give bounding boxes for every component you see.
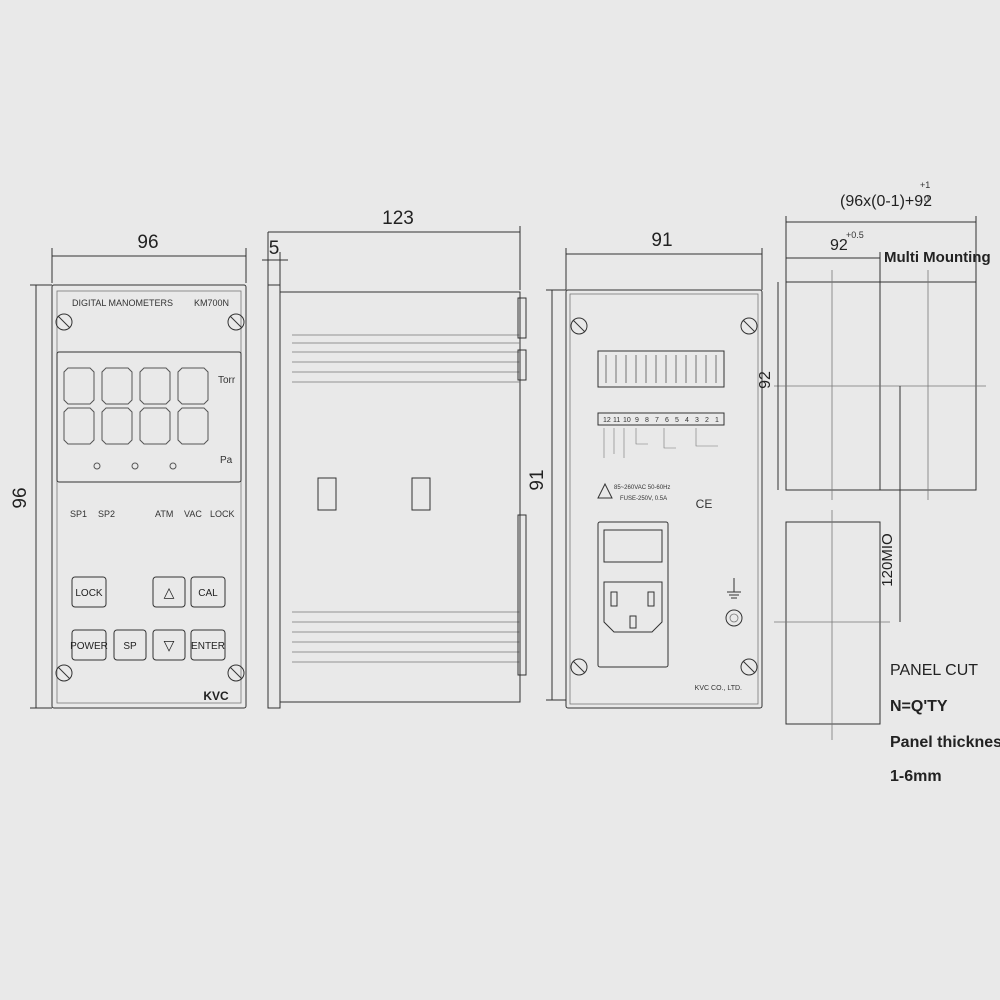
ground-terminal xyxy=(725,609,743,627)
panel-cut-note-thickness: Panel thicknes xyxy=(890,734,1000,751)
svg-text:5: 5 xyxy=(675,417,679,424)
panel-cut-note-title: PANEL CUT xyxy=(890,662,978,679)
company-label: KVC CO., LTD. xyxy=(695,685,742,692)
front-view: 96 96 DIGITAL MANOMETERS KM700N xyxy=(10,232,247,709)
svg-text:1: 1 xyxy=(715,417,719,424)
terminal-number-labels: 12 11 10 9 8 7 6 5 4 3 2 1 xyxy=(603,417,719,424)
svg-text:SP: SP xyxy=(123,641,137,652)
power-button[interactable]: POWER xyxy=(70,629,108,661)
indicator-sp2: SP2 xyxy=(98,509,115,519)
screw-icon xyxy=(740,317,758,335)
side-length-dim: 123 xyxy=(382,208,414,229)
enter-button[interactable]: ENTER xyxy=(190,629,226,661)
screw-icon xyxy=(227,313,245,331)
svg-text:POWER: POWER xyxy=(70,641,108,652)
unit-torr: Torr xyxy=(218,375,236,386)
panel-cut-inner-dim: 92 xyxy=(830,237,848,254)
iec-socket xyxy=(603,581,663,633)
sp-button[interactable]: SP xyxy=(113,629,147,661)
rear-view: 91 91 12 11 10 9 8 7 xyxy=(527,230,763,709)
unit-pa: Pa xyxy=(220,455,233,466)
svg-text:12: 12 xyxy=(603,417,611,424)
panel-cut-top-dim: (96x(0-1)+92 xyxy=(840,193,932,210)
panel-cut-min-dim: 120MIO xyxy=(879,533,896,586)
front-model: KM700N xyxy=(194,298,229,308)
screw-icon xyxy=(570,658,588,676)
display-window xyxy=(56,351,242,483)
up-button[interactable]: △ xyxy=(152,576,186,608)
svg-text:2: 2 xyxy=(705,417,709,424)
svg-text:9: 9 xyxy=(635,417,639,424)
svg-text:6: 6 xyxy=(665,417,669,424)
indicator-vac: VAC xyxy=(184,509,202,519)
svg-text:4: 4 xyxy=(685,417,689,424)
seven-segment-display xyxy=(63,367,209,470)
svg-text:LOCK: LOCK xyxy=(75,588,103,599)
down-button[interactable]: ▽ xyxy=(152,629,186,661)
fuse-holder xyxy=(603,529,663,563)
svg-text:△: △ xyxy=(164,584,175,600)
svg-text:ENTER: ENTER xyxy=(191,641,225,652)
panel-cut-note-range: 1-6mm xyxy=(890,768,942,785)
panel-cut-tol-plus: +1 xyxy=(920,180,930,190)
screw-icon xyxy=(55,313,73,331)
svg-text:10: 10 xyxy=(623,417,631,424)
ce-mark: CE xyxy=(696,497,713,511)
panel-cut-inner-tol: +0.5 xyxy=(846,230,864,240)
svg-text:11: 11 xyxy=(613,417,620,424)
warning-icon xyxy=(597,482,613,499)
rear-height-dim: 91 xyxy=(527,469,548,490)
screw-icon xyxy=(227,664,245,682)
panel-cut-note-qty: N=Q'TY xyxy=(890,698,948,715)
svg-text:8: 8 xyxy=(645,417,649,424)
screw-icon xyxy=(740,658,758,676)
indicator-atm: ATM xyxy=(155,509,173,519)
terminal-block xyxy=(597,350,725,388)
cal-button[interactable]: CAL xyxy=(190,576,226,608)
panel-cut-view: (96x(0-1)+92 +1 0 92 +0.5 Multi Mounting… xyxy=(757,180,1000,785)
front-width-dim: 96 xyxy=(137,232,158,253)
fuse-rating: FUSE-250V, 0.5A xyxy=(620,496,667,502)
brand-logo: KVC xyxy=(203,689,229,703)
mounting-clip-slot xyxy=(317,477,337,511)
screw-icon xyxy=(570,317,588,335)
mounting-clip-slot xyxy=(411,477,431,511)
screw-icon xyxy=(55,664,73,682)
ground-icon xyxy=(727,578,741,599)
panel-cut-height-dim: 92 xyxy=(757,371,774,389)
lock-button[interactable]: LOCK xyxy=(71,576,107,608)
power-rating: 85~260VAC 50-60Hz xyxy=(614,485,670,491)
power-inlet xyxy=(597,521,669,668)
panel-cut-rect xyxy=(785,521,881,725)
indicator-sp1: SP1 xyxy=(70,509,87,519)
panel-cut-tol-zero: 0 xyxy=(924,194,929,204)
side-view: 123 5 xyxy=(262,208,527,709)
svg-text:▽: ▽ xyxy=(164,637,175,653)
svg-text:CAL: CAL xyxy=(198,588,218,599)
side-front-dim: 5 xyxy=(269,238,280,259)
front-height-dim: 96 xyxy=(10,487,31,508)
multi-mounting-label: Multi Mounting xyxy=(884,249,991,266)
rear-width-dim: 91 xyxy=(651,230,672,251)
svg-text:3: 3 xyxy=(695,417,699,424)
indicator-lock: LOCK xyxy=(210,509,235,519)
front-title: DIGITAL MANOMETERS xyxy=(72,298,173,308)
svg-text:7: 7 xyxy=(655,417,659,424)
